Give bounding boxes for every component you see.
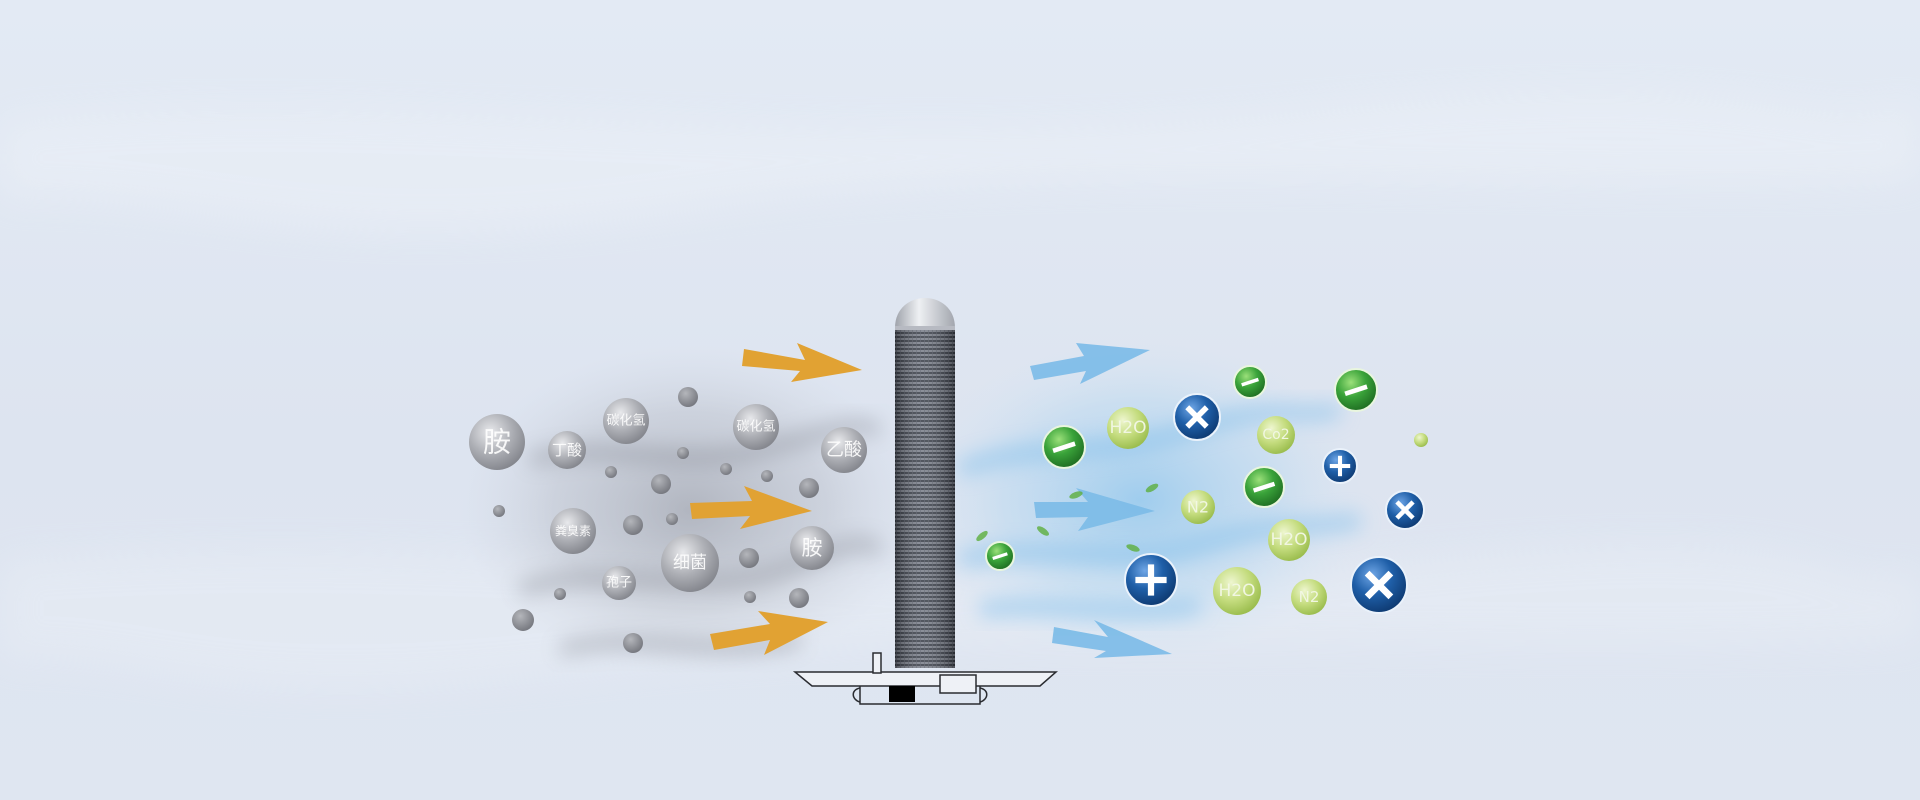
clean-molecule-shape — [1268, 519, 1310, 561]
pollutant-bubble-shape — [790, 526, 834, 570]
pollutant-label: 胺 — [802, 536, 823, 560]
pollutant-bubble: 碳化氢 — [603, 398, 649, 444]
clean-molecule-shape — [1291, 579, 1327, 615]
device-display — [889, 686, 915, 702]
leaf-particle — [1126, 544, 1140, 552]
pollutant-bubble-shape — [469, 414, 525, 470]
pollutant-bubble: 细菌 — [661, 534, 719, 592]
positive-ion-icon — [1173, 393, 1221, 441]
particle-dot — [677, 447, 689, 459]
pollutant-bubble: 孢子 — [602, 566, 636, 600]
pollutant-bubble: 碳化氢 — [733, 404, 779, 450]
particle-dot — [678, 387, 698, 407]
output-arrow-top — [1030, 343, 1150, 384]
leaf-particle — [1069, 491, 1083, 499]
pollutant-bubble: 乙酸 — [821, 427, 867, 473]
particle-dot — [623, 515, 643, 535]
pollutant-label: 细菌 — [673, 553, 707, 573]
pollutant-bubble-shape — [821, 427, 867, 473]
clean-molecule-shape — [1213, 567, 1261, 615]
molecule-label: N2 — [1187, 498, 1209, 517]
positive-ion-icon — [1385, 490, 1425, 530]
output-arrow-middle — [1034, 488, 1155, 531]
particle-dot — [789, 588, 809, 608]
clean-molecule: N2 — [1291, 579, 1327, 615]
particle-dot — [720, 463, 732, 475]
pollutant-bubble-shape — [548, 431, 586, 469]
molecule-label: H2O — [1110, 418, 1147, 438]
negative-ion-icon — [1042, 425, 1086, 469]
negative-ion-icon — [1233, 365, 1267, 399]
pollutant-bubble-shape — [733, 404, 779, 450]
pollutant-bubble-shape — [661, 534, 719, 592]
intake-arrow-top — [742, 343, 862, 382]
pollutant-bubble-shape — [603, 398, 649, 444]
negative-ion-icon — [1334, 368, 1378, 412]
molecule-label: H2O — [1271, 530, 1308, 550]
pollutant-bubble: 丁酸 — [548, 431, 586, 469]
negative-ion-icon — [985, 541, 1015, 571]
negative-ion-icon — [1243, 466, 1285, 508]
pollutant-bubble: 胺 — [469, 414, 525, 470]
clean-air-cloud — [910, 335, 1370, 665]
output-arrow-bottom — [1052, 620, 1172, 658]
positive-ion-icon — [1350, 556, 1408, 614]
particle-dot — [744, 591, 756, 603]
pollutant-bubble-shape — [602, 566, 636, 600]
particle-dot — [799, 478, 819, 498]
clean-molecule: H2O — [1268, 519, 1310, 561]
positive-ion-icon — [1322, 448, 1358, 484]
clean-molecule: H2O — [1213, 567, 1261, 615]
particle-dot — [666, 513, 678, 525]
particle-dot — [623, 633, 643, 653]
air-purifier-device — [792, 298, 1058, 705]
particle-dot — [493, 505, 505, 517]
clean-molecule: H2O — [1107, 407, 1149, 449]
molecule-dot — [1414, 433, 1428, 447]
particle-dot — [554, 588, 566, 600]
pollutant-label: 碳化氢 — [736, 420, 775, 435]
output-arrows — [1030, 343, 1172, 658]
particle-dot — [739, 548, 759, 568]
clean-molecule-shape — [1181, 490, 1215, 524]
clean-molecule-shape — [1107, 407, 1149, 449]
clean-molecule: Co2 — [1257, 416, 1295, 454]
pollutant-label: 粪臭素 — [555, 523, 591, 538]
molecule-label: Co2 — [1262, 427, 1289, 443]
pollutant-label: 乙酸 — [826, 440, 862, 461]
particle-dot — [512, 609, 534, 631]
molecule-label: N2 — [1299, 588, 1320, 606]
particle-dot — [605, 466, 617, 478]
leaf-particle — [976, 530, 988, 542]
pollutant-label: 孢子 — [606, 576, 632, 591]
device-cap — [895, 298, 955, 328]
particle-dot — [651, 474, 671, 494]
pollutant-label: 碳化氢 — [606, 414, 645, 429]
leaf-particle — [1145, 483, 1159, 493]
intake-arrow-middle — [690, 486, 812, 529]
pollutant-bubble-shape — [550, 508, 596, 554]
particle-dot — [761, 470, 773, 482]
intake-arrow-bottom — [710, 611, 828, 655]
pollutant-label: 胺 — [483, 426, 511, 459]
pollutant-bubble: 粪臭素 — [550, 508, 596, 554]
clean-molecule-shape — [1257, 416, 1295, 454]
pollutant-label: 丁酸 — [552, 441, 582, 459]
clean-molecule: N2 — [1181, 490, 1215, 524]
leaf-particle — [1037, 526, 1049, 536]
molecule-label: H2O — [1219, 581, 1256, 601]
device-base — [792, 671, 1058, 687]
positive-ion-icon — [1124, 553, 1178, 607]
intake-arrows — [690, 343, 862, 655]
pollutant-bubble: 胺 — [790, 526, 834, 570]
